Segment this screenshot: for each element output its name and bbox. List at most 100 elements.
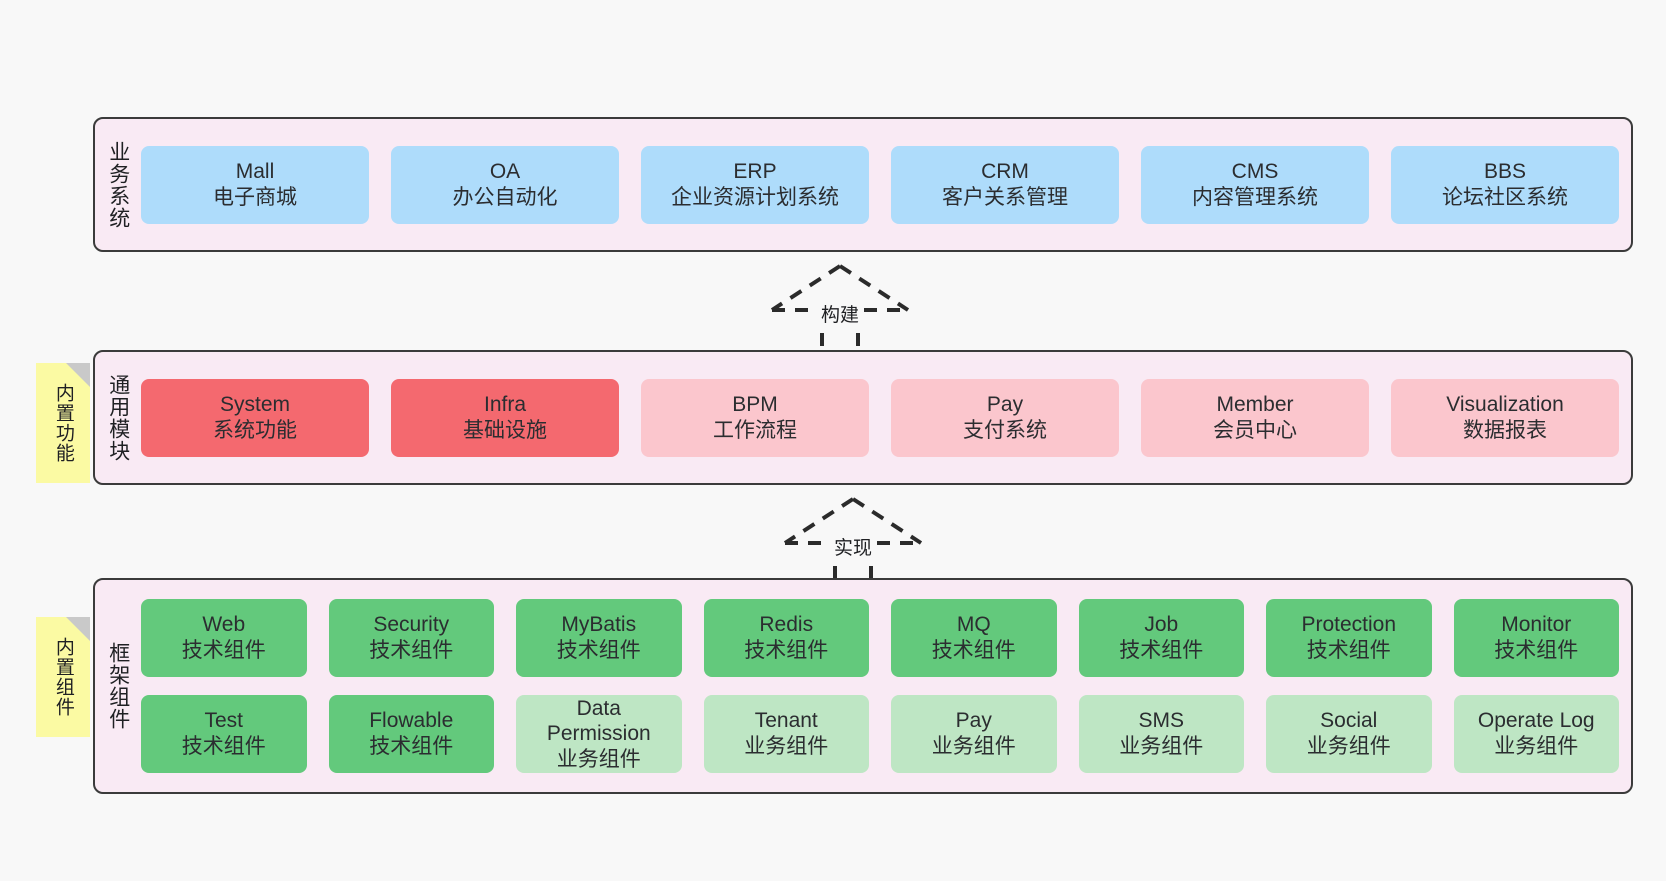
module-description: 论坛社区系统	[1442, 185, 1568, 209]
module-name: Web	[202, 613, 246, 637]
module-name: Visualization	[1446, 392, 1564, 416]
module-description: 业务组件	[744, 735, 829, 758]
module-name: Infra	[483, 392, 527, 416]
sticky-note-builtin-components-label: 内置组件	[52, 637, 74, 717]
module-name: MyBatis	[561, 613, 637, 637]
connector-build: 构建	[760, 262, 920, 362]
module-description: 技术组件	[181, 735, 266, 758]
module-description: 数据报表	[1463, 418, 1547, 442]
module-description: 业务组件	[1306, 735, 1391, 758]
module-name: ERP	[733, 159, 777, 183]
module-name: CRM	[981, 159, 1029, 183]
module-description: 业务组件	[931, 735, 1016, 758]
module-description: 基础设施	[463, 418, 547, 442]
module-name: Job	[1144, 613, 1179, 637]
module-name: Security	[373, 613, 450, 637]
connector-build-label: 构建	[817, 300, 863, 327]
module-description: 业务组件	[1494, 735, 1579, 758]
module-name: OA	[489, 159, 521, 183]
module-description: 技术组件	[1306, 639, 1391, 662]
layer-framework-components-label: 框架组件	[106, 642, 130, 730]
module-description: 系统功能	[213, 418, 297, 442]
sticky-note-builtin-features-label: 内置功能	[52, 383, 74, 463]
sticky-note-builtin-components: 内置组件	[36, 617, 90, 737]
module-name: Data Permission	[546, 696, 651, 746]
module-description: 办公自动化	[452, 185, 558, 209]
module-description: 技术组件	[369, 639, 454, 662]
module-name: CMS	[1231, 159, 1279, 183]
connector-implement-label: 实现	[830, 533, 876, 560]
module-name: BBS	[1483, 159, 1527, 183]
module-description: 企业资源计划系统	[671, 185, 839, 209]
module-description: 工作流程	[713, 418, 797, 442]
module-name: MQ	[956, 613, 991, 637]
module-name: Redis	[759, 613, 814, 637]
module-description: 技术组件	[744, 639, 829, 662]
module-name: Member	[1216, 392, 1294, 416]
layer-business-system-label: 业务系统	[106, 140, 130, 229]
module-name: Test	[204, 709, 243, 733]
module-description: 内容管理系统	[1192, 185, 1318, 209]
module-description: 技术组件	[931, 639, 1016, 662]
module-name: SMS	[1138, 709, 1184, 733]
module-description: 技术组件	[181, 639, 266, 662]
module-description: 技术组件	[1119, 639, 1204, 662]
module-name: Mall	[235, 159, 275, 183]
module-name: Monitor	[1501, 613, 1572, 637]
module-description: 业务组件	[556, 747, 641, 771]
module-name: Pay	[986, 392, 1024, 416]
module-name: Tenant	[754, 709, 818, 733]
layer-common-modules-label: 通用模块	[106, 373, 130, 462]
module-description: 技术组件	[1494, 639, 1579, 662]
module-name: Social	[1320, 709, 1378, 733]
sticky-note-builtin-features: 内置功能	[36, 363, 90, 483]
module-name: BPM	[732, 392, 778, 416]
module-name: Flowable	[369, 709, 454, 733]
module-name: Pay	[955, 709, 992, 733]
module-description: 技术组件	[369, 735, 454, 758]
module-description: 支付系统	[963, 418, 1047, 442]
module-description: 会员中心	[1213, 418, 1297, 442]
module-name: Protection	[1301, 613, 1397, 637]
module-name: Operate Log	[1477, 709, 1595, 733]
module-description: 电子商城	[213, 185, 297, 209]
module-description: 客户关系管理	[942, 185, 1068, 209]
module-name: System	[219, 392, 290, 416]
module-description: 技术组件	[556, 639, 641, 662]
